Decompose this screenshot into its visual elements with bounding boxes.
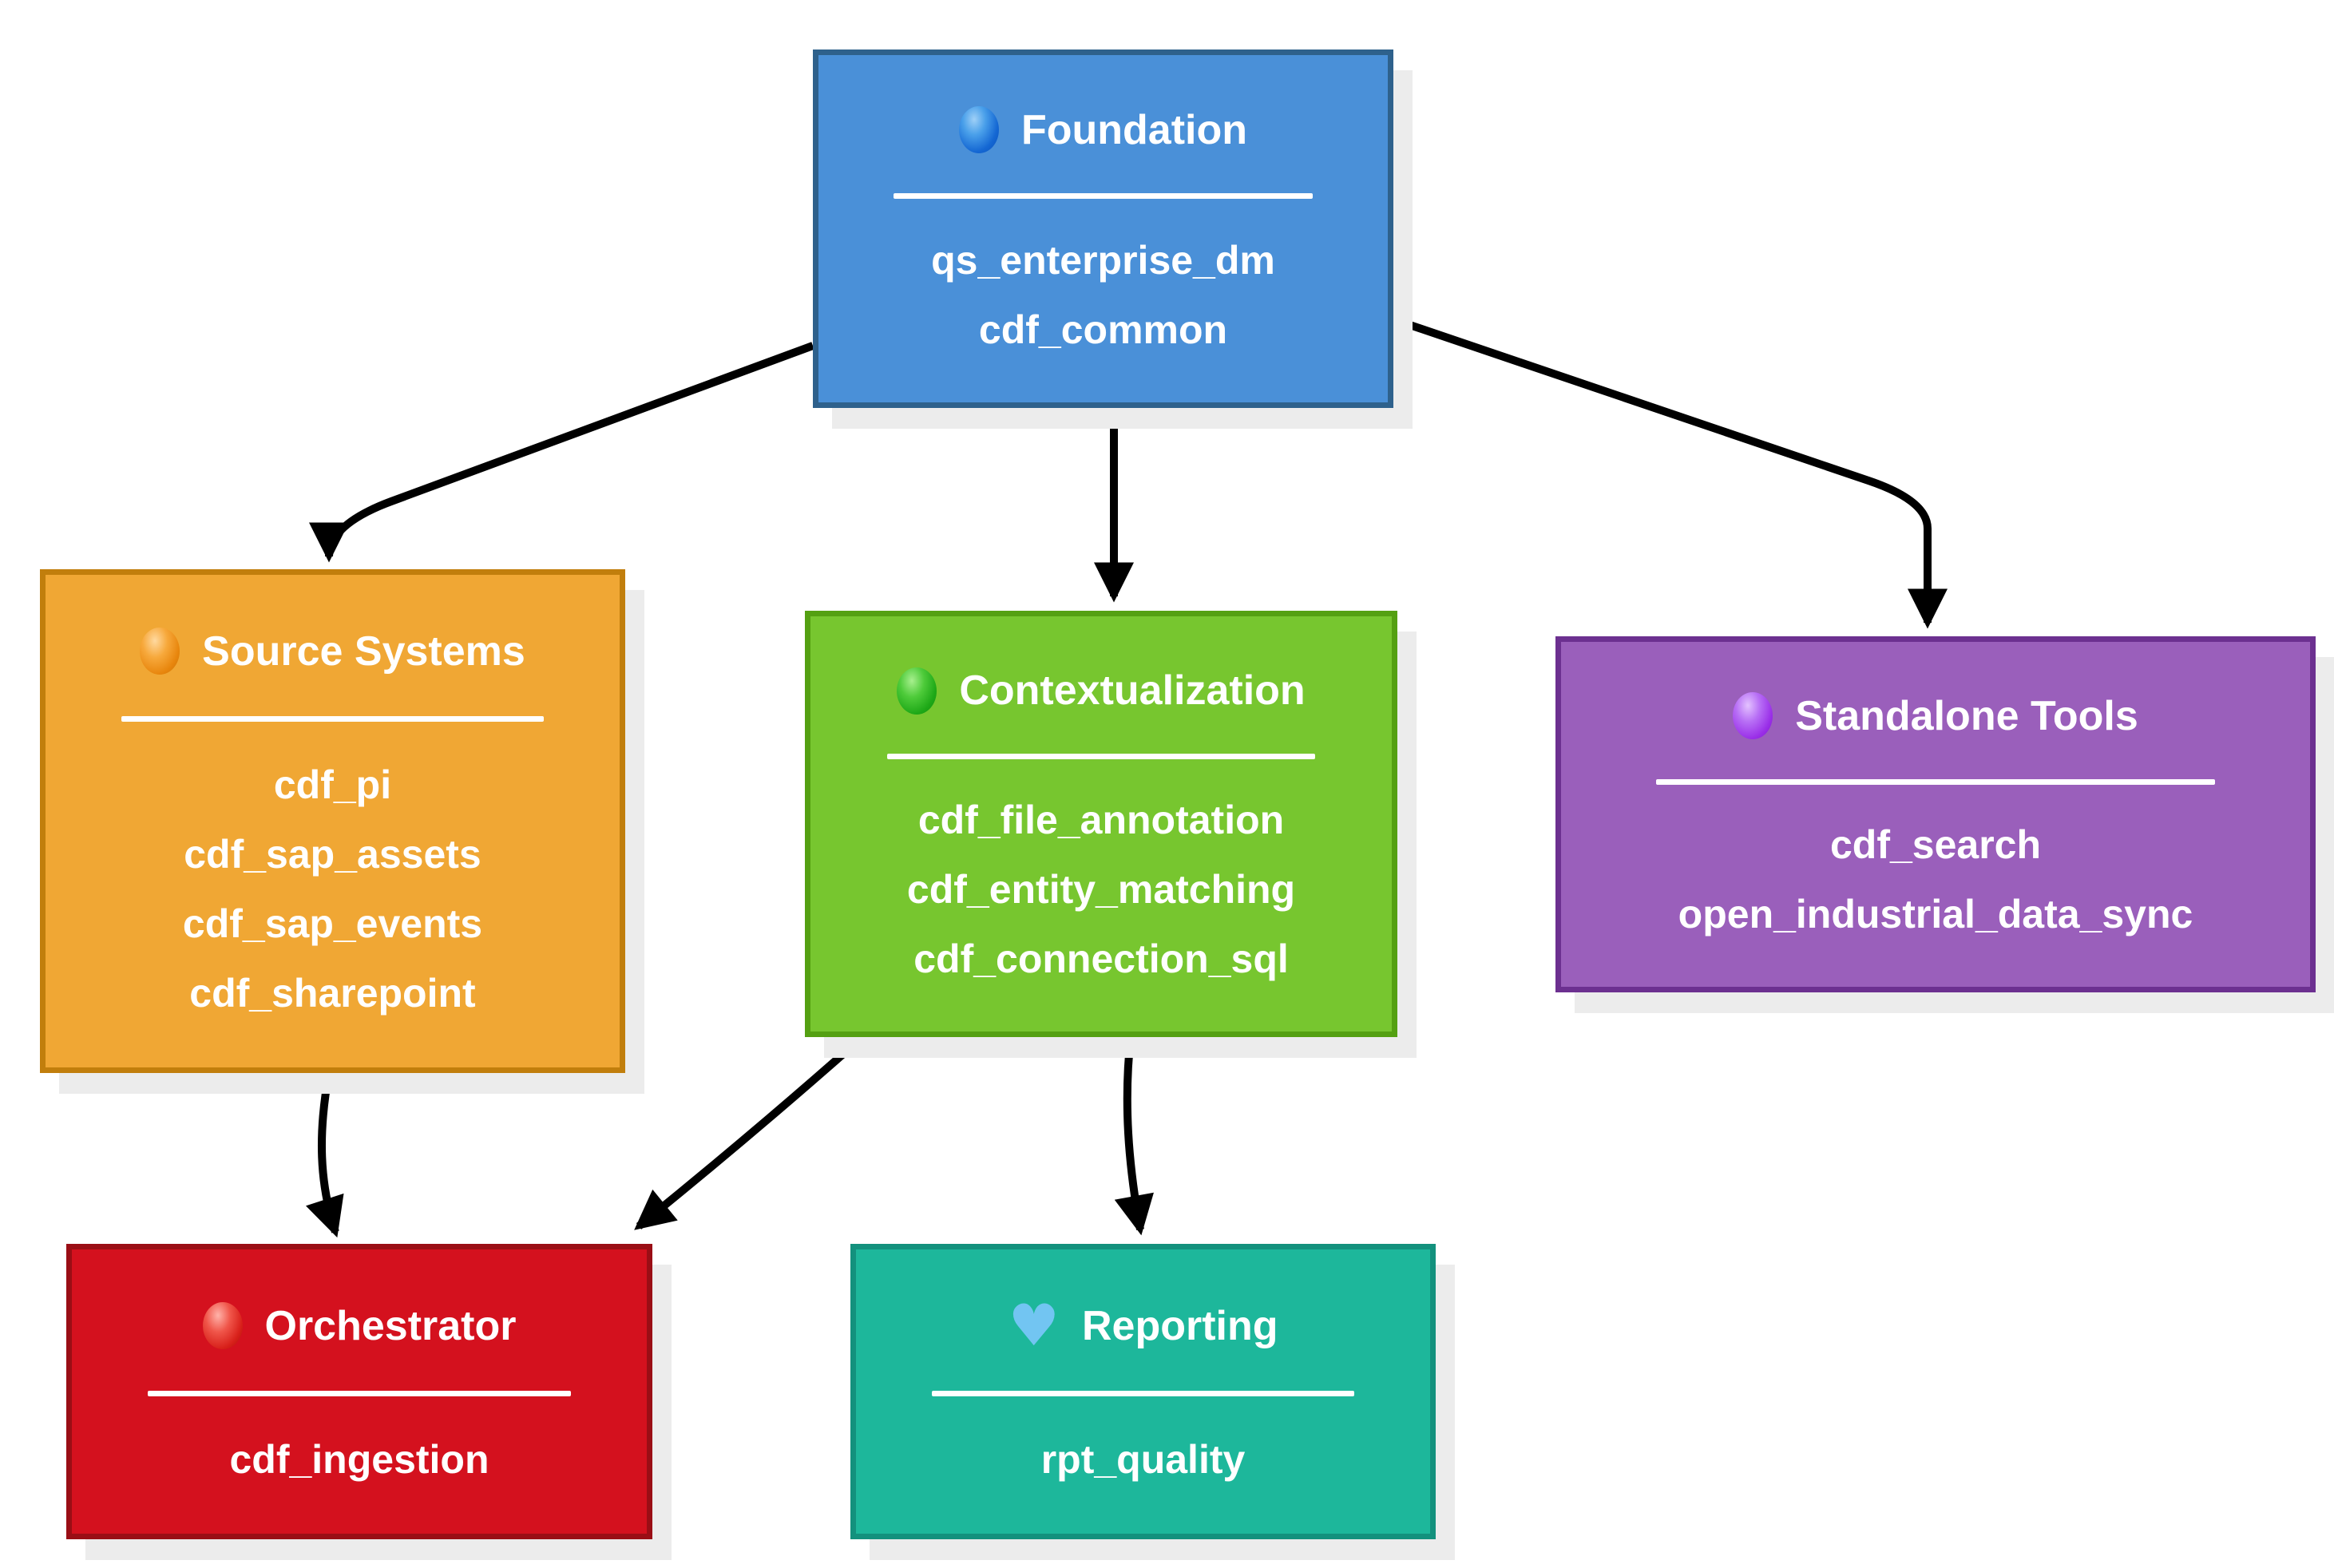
node-item: cdf_common xyxy=(978,307,1228,352)
node-standalone-tools-items: cdf_search open_industrial_data_sync xyxy=(1678,823,2193,936)
node-source-systems-items: cdf_pi cdf_sap_assets cdf_sap_events cdf… xyxy=(182,762,483,1016)
node-item: cdf_pi xyxy=(273,762,392,807)
divider xyxy=(886,754,1316,759)
node-item: cdf_connection_sql xyxy=(913,936,1289,981)
node-title-label: Contextualization xyxy=(959,667,1306,714)
node-standalone-tools: Standalone Tools cdf_search open_industr… xyxy=(1555,636,2316,992)
node-item: open_industrial_data_sync xyxy=(1678,892,2193,937)
divider xyxy=(1655,778,2216,785)
node-contextualization: Contextualization cdf_file_annotation cd… xyxy=(805,611,1397,1037)
node-item: cdf_entity_matching xyxy=(906,867,1296,912)
node-title-label: Orchestrator xyxy=(264,1302,517,1349)
node-title-label: Reporting xyxy=(1082,1302,1278,1349)
node-foundation-items: qs_enterprise_dm cdf_common xyxy=(931,237,1275,352)
node-standalone-tools-title-row: Standalone Tools xyxy=(1733,692,2138,740)
green-circle-icon xyxy=(897,667,937,715)
node-item: qs_enterprise_dm xyxy=(931,237,1275,283)
node-foundation: Foundation qs_enterprise_dm cdf_common xyxy=(813,49,1393,408)
node-reporting-items: rpt_quality xyxy=(1040,1436,1246,1482)
edge-contextualization-to-reporting xyxy=(1114,1036,1154,1236)
node-orchestrator-items: cdf_ingestion xyxy=(229,1436,489,1482)
node-contextualization-items: cdf_file_annotation cdf_entity_matching … xyxy=(907,798,1295,981)
node-title-label: Foundation xyxy=(1020,106,1248,153)
node-title-label: Source Systems xyxy=(202,628,525,675)
node-title-label: Standalone Tools xyxy=(1795,692,2138,739)
node-item: cdf_sap_events xyxy=(182,901,483,946)
orange-circle-icon xyxy=(140,628,180,675)
divider xyxy=(121,716,545,722)
blue-heart-icon: ♥ xyxy=(1008,1292,1060,1359)
blue-circle-icon xyxy=(958,106,999,153)
node-item: cdf_ingestion xyxy=(229,1436,489,1482)
node-reporting: ♥ Reporting rpt_quality xyxy=(850,1244,1436,1539)
edge-source-systems-to-orchestrator xyxy=(306,1072,344,1238)
node-source-systems-title-row: Source Systems xyxy=(140,628,525,675)
node-reporting-title-row: ♥ Reporting xyxy=(1008,1292,1278,1359)
divider xyxy=(894,193,1313,199)
edge-contextualization-to-orchestrator xyxy=(634,1034,866,1230)
node-item: cdf_file_annotation xyxy=(917,798,1285,842)
divider xyxy=(931,1391,1355,1396)
node-contextualization-title-row: Contextualization xyxy=(897,667,1306,715)
purple-circle-icon xyxy=(1733,692,1773,740)
node-item: cdf_sap_assets xyxy=(184,831,481,877)
node-item: rpt_quality xyxy=(1040,1436,1246,1482)
node-orchestrator-title-row: Orchestrator xyxy=(202,1302,517,1350)
edge-foundation-to-standalone-tools xyxy=(1392,315,1948,629)
node-foundation-title-row: Foundation xyxy=(958,106,1248,154)
red-circle-icon xyxy=(202,1302,243,1349)
node-item: cdf_search xyxy=(1829,822,2042,868)
edge-foundation-to-source-systems xyxy=(309,342,814,563)
node-item: cdf_sharepoint xyxy=(189,970,476,1016)
node-source-systems: Source Systems cdf_pi cdf_sap_assets cdf… xyxy=(40,569,625,1073)
node-orchestrator: Orchestrator cdf_ingestion xyxy=(66,1244,652,1539)
divider xyxy=(147,1391,572,1396)
